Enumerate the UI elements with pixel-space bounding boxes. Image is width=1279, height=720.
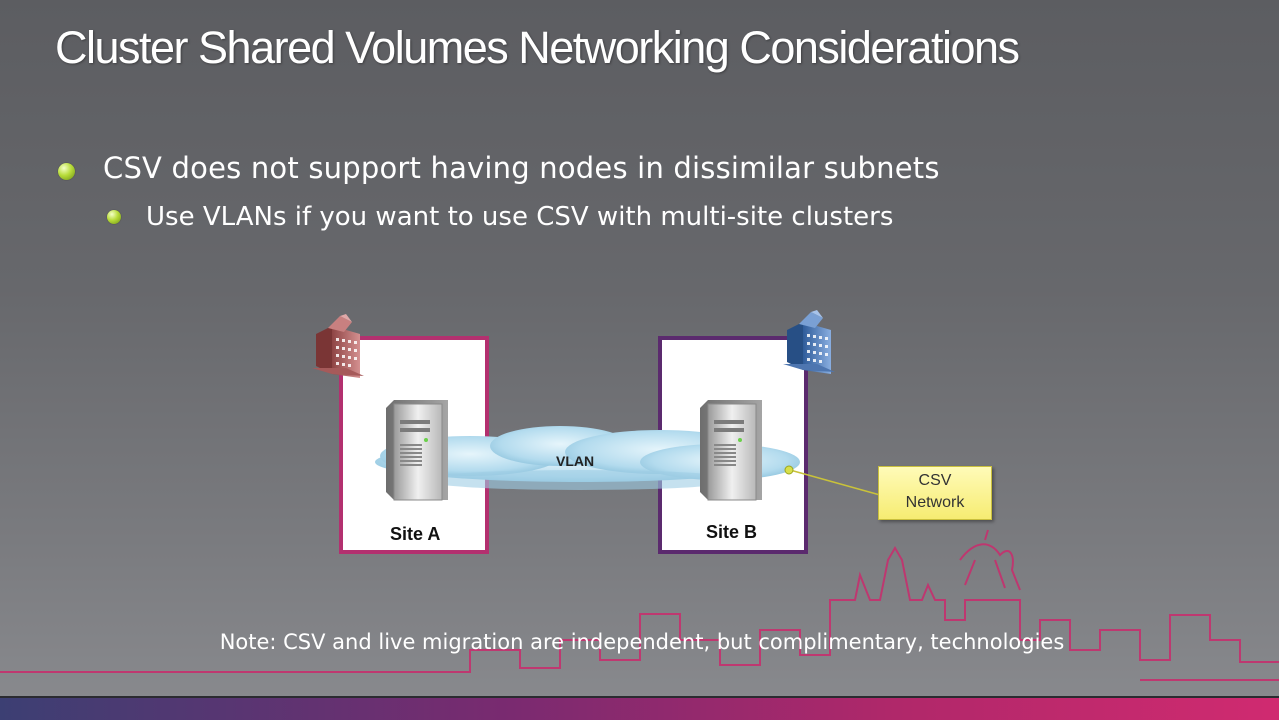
site-b-label: Site B bbox=[706, 522, 758, 542]
callout-line: Network bbox=[905, 494, 965, 511]
csv-network-callout: CSV Network bbox=[878, 466, 992, 520]
bottom-divider bbox=[0, 696, 1279, 698]
footnote: Note: CSV and live migration are indepen… bbox=[219, 630, 1065, 654]
connector-dot bbox=[784, 465, 794, 475]
slide-title: Cluster Shared Volumes Networking Consid… bbox=[55, 22, 1020, 73]
site-a-label: Site A bbox=[390, 524, 441, 544]
building-icon bbox=[312, 314, 364, 378]
cloud-icon bbox=[375, 426, 800, 490]
callout-line: CSV bbox=[918, 472, 952, 489]
bullet-dot-icon bbox=[58, 163, 75, 180]
server-icon bbox=[386, 400, 448, 501]
vlan-label: VLAN bbox=[556, 453, 595, 469]
building-icon bbox=[783, 310, 835, 374]
bullet-level-2: Use VLANs if you want to use CSV with mu… bbox=[146, 202, 894, 232]
callout-connector bbox=[789, 469, 881, 496]
bullet-dot-icon bbox=[107, 210, 121, 224]
skyline-decoration bbox=[0, 529, 1279, 681]
server-icon bbox=[700, 400, 762, 501]
bottom-gradient-bar bbox=[0, 698, 1279, 720]
bullet-level-1: CSV does not support having nodes in dis… bbox=[103, 151, 940, 185]
